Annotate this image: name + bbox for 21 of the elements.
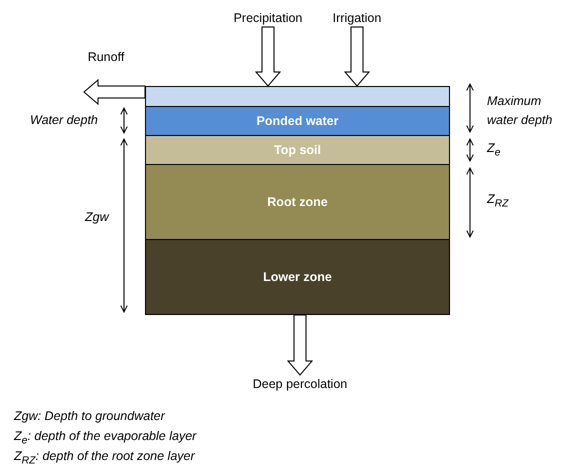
flow-label: Precipitation (228, 9, 308, 27)
soil-layer: Lower zone (145, 239, 450, 315)
soil-layer: Ponded water (145, 106, 450, 136)
dimension-label: Maximum water depth (487, 93, 554, 129)
flow-label: Runoff (84, 48, 128, 66)
water-layer (145, 86, 450, 107)
block-arrow (254, 26, 282, 87)
block-arrow (83, 78, 146, 106)
note-text: Zgw: Depth to groundwater (14, 409, 165, 423)
flow-label: Deep percolation (246, 375, 354, 393)
dimension-label: Zgw (85, 210, 109, 224)
note-text: Z$_{RZ}$: depth of the root zone layer (14, 449, 195, 466)
flow-label: Irrigation (330, 9, 384, 27)
note-text: Z$_{e}$: depth of the evaporable layer (14, 429, 196, 446)
block-arrow (344, 26, 370, 87)
dimension-label: Water depth (30, 113, 98, 127)
soil-layer: Top soil (145, 135, 450, 165)
dimension-label: Z$_{e}$ (487, 141, 500, 158)
dimension-label: Z$_{RZ}$ (487, 192, 509, 210)
block-arrow (286, 314, 314, 376)
soil-layer: Root zone (145, 164, 450, 240)
